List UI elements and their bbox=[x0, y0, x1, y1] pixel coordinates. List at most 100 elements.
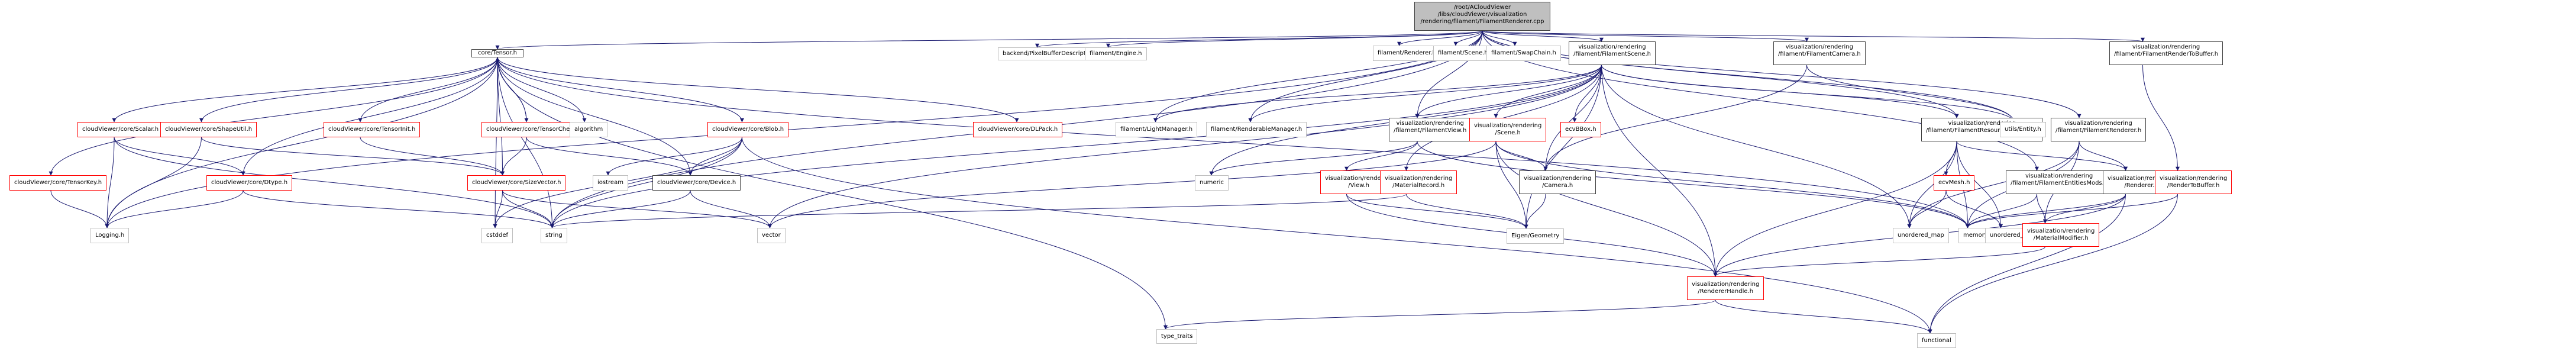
graph-node-filscene[interactable]: visualization/rendering/filament/Filamen… bbox=[1569, 41, 1656, 65]
graph-edge bbox=[1806, 65, 2016, 123]
graph-node-label: vector bbox=[762, 232, 781, 239]
graph-node-fswap: filament/SwapChain.h bbox=[1486, 46, 1561, 61]
graph-node-fscene: filament/Scene.h bbox=[1433, 46, 1493, 61]
graph-edge bbox=[1713, 246, 2045, 277]
graph-edge bbox=[1482, 30, 1517, 46]
graph-edge bbox=[768, 65, 1602, 228]
graph-node-cstddef: cstddef bbox=[481, 228, 513, 243]
graph-node-label: cloudViewer/core/Dtype.h bbox=[211, 179, 288, 186]
graph-node-label: /filament/FilamentView.h bbox=[1394, 127, 1467, 134]
graph-edge bbox=[1495, 141, 1528, 229]
graph-node-scene[interactable]: visualization/rendering/Scene.h bbox=[1469, 118, 1547, 141]
graph-edge bbox=[50, 190, 109, 228]
graph-edge bbox=[1495, 141, 1718, 277]
graph-node-tensorcheck[interactable]: cloudViewer/core/TensorCheck.h bbox=[481, 122, 587, 137]
graph-node-label: visualization/rendering bbox=[2025, 173, 2093, 179]
graph-edge bbox=[1944, 141, 1957, 176]
graph-edge bbox=[1344, 141, 1418, 171]
graph-node-frenderer: filament/Renderer.h bbox=[1373, 46, 1441, 61]
graph-edge bbox=[1248, 65, 1602, 123]
graph-edge bbox=[1956, 141, 2003, 228]
graph-edge bbox=[105, 190, 244, 228]
graph-node-sizevector[interactable]: cloudViewer/core/SizeVector.h bbox=[467, 175, 566, 191]
graph-node-label: /Camera.h bbox=[1542, 182, 1573, 189]
graph-edge bbox=[105, 137, 202, 228]
graph-node-label: visualization/rendering bbox=[1474, 123, 1542, 129]
graph-node-shapeutil[interactable]: cloudViewer/core/ShapeUtil.h bbox=[160, 122, 257, 137]
graph-node-label: /filament/FilamentRenderer.h bbox=[2055, 127, 2142, 134]
graph-node-filrenderer[interactable]: visualization/rendering/filament/Filamen… bbox=[2051, 118, 2147, 141]
graph-node-label: cloudViewer/core/Blob.h bbox=[712, 126, 784, 133]
graph-edge bbox=[49, 57, 498, 176]
graph-node-rtb[interactable]: visualization/rendering/RenderToBuffer.h bbox=[2155, 170, 2232, 194]
graph-node-matmod[interactable]: visualization/rendering/MaterialModifier… bbox=[2022, 223, 2100, 247]
graph-edge bbox=[502, 190, 772, 228]
graph-edge bbox=[1601, 65, 1912, 228]
graph-node-label: unordered_set bbox=[1990, 232, 2032, 239]
graph-node-label: ecvBBox.h bbox=[1565, 126, 1596, 133]
graph-node-label: string bbox=[545, 232, 563, 239]
graph-edge bbox=[1415, 30, 1483, 118]
graph-edge bbox=[1928, 194, 2126, 334]
graph-node-device[interactable]: cloudViewer/core/Device.h bbox=[652, 175, 741, 191]
graph-node-bbox[interactable]: ecvBBox.h bbox=[1560, 122, 1601, 137]
graph-edge bbox=[1397, 30, 1483, 46]
graph-edge bbox=[1495, 141, 1970, 228]
graph-node-filcam[interactable]: visualization/rendering/filament/Filamen… bbox=[1773, 41, 1866, 65]
graph-node-label: visualization/rendering bbox=[1948, 120, 2016, 127]
graph-edge bbox=[1482, 30, 2016, 123]
graph-edge bbox=[550, 65, 1602, 228]
graph-edge bbox=[1928, 194, 2178, 334]
graph-node-rendmgr: filament/RenderableManager.h bbox=[1206, 122, 1307, 137]
graph-node-rhandle[interactable]: visualization/rendering/RendererHandle.h bbox=[1687, 276, 1764, 300]
graph-node-label: cloudViewer/core/Scalar.h bbox=[82, 126, 159, 133]
graph-edge bbox=[497, 57, 1019, 123]
graph-edge bbox=[1966, 194, 2126, 228]
graph-node-scalar[interactable]: cloudViewer/core/Scalar.h bbox=[77, 122, 164, 137]
graph-node-label: /filament/FilamentResourceManager.h bbox=[1926, 127, 2038, 134]
graph-edge bbox=[105, 57, 498, 228]
graph-node-matrecord[interactable]: visualization/rendering/MaterialRecord.h bbox=[1380, 170, 1457, 194]
graph-node-mesh[interactable]: ecvMesh.h bbox=[1934, 175, 1975, 191]
graph-node-dtype[interactable]: cloudViewer/core/Dtype.h bbox=[206, 175, 293, 191]
graph-node-tensorinit[interactable]: cloudViewer/core/TensorInit.h bbox=[324, 122, 421, 137]
graph-node-label: cloudViewer/core/DLPack.h bbox=[978, 126, 1058, 133]
graph-node-label: /root/ACloudViewer bbox=[1453, 4, 1511, 11]
graph-node-label: /RenderToBuffer.h bbox=[2167, 182, 2220, 189]
graph-edge bbox=[1153, 65, 1602, 123]
graph-node-entity: utils/Entity.h bbox=[2000, 122, 2046, 137]
graph-node-functional: functional bbox=[1917, 333, 1956, 348]
graph-node-label: cstddef bbox=[486, 232, 508, 239]
graph-edge bbox=[497, 57, 587, 123]
graph-node-label: cloudViewer/core/TensorCheck.h bbox=[486, 126, 583, 133]
graph-node-iostream: iostream bbox=[593, 175, 628, 191]
graph-node-blob[interactable]: cloudViewer/core/Blob.h bbox=[707, 122, 789, 137]
graph-edge bbox=[1713, 141, 1957, 277]
graph-node-label: /filament/FilamentRenderToBuffer.h bbox=[2114, 51, 2219, 57]
graph-node-filentmods[interactable]: visualization/rendering/filament/Filamen… bbox=[2006, 170, 2113, 194]
graph-node-label: /filament/FilamentCamera.h bbox=[1778, 51, 1861, 57]
graph-node-tensor[interactable]: core/Tensor.h bbox=[471, 49, 523, 57]
graph-node-label: unordered_map bbox=[1898, 232, 1944, 239]
graph-edge bbox=[1966, 194, 2178, 228]
graph-node-filview[interactable]: visualization/rendering/filament/Filamen… bbox=[1389, 118, 1472, 141]
graph-node-label: visualization/rendering bbox=[2064, 120, 2132, 127]
graph-node-root[interactable]: /root/ACloudViewer/libs/cloudViewer/visu… bbox=[1414, 2, 1550, 31]
graph-edge bbox=[768, 141, 1497, 228]
graph-node-umap: unordered_map bbox=[1893, 228, 1949, 243]
graph-node-dlpack[interactable]: cloudViewer/core/DLPack.h bbox=[973, 122, 1063, 137]
graph-node-label: type_traits bbox=[1161, 333, 1193, 340]
graph-node-label: /rendering/filament/FilamentRenderer.cpp bbox=[1420, 18, 1544, 25]
graph-edge bbox=[1956, 141, 2128, 171]
graph-node-filrtb[interactable]: visualization/rendering/filament/Filamen… bbox=[2109, 41, 2223, 65]
graph-edge bbox=[526, 137, 693, 176]
graph-edge bbox=[1494, 65, 1602, 118]
graph-edge bbox=[550, 190, 691, 228]
graph-node-numeric: numeric bbox=[1195, 175, 1229, 191]
graph-edge bbox=[241, 57, 498, 176]
graph-edge bbox=[500, 137, 527, 176]
graph-node-tensorkey[interactable]: cloudViewer/core/TensorKey.h bbox=[9, 175, 107, 191]
graph-node-typetraits: type_traits bbox=[1156, 329, 1198, 344]
graph-node-pbd: backend/PixelBufferDescriptor.h bbox=[998, 47, 1102, 60]
graph-node-camera[interactable]: visualization/rendering/Camera.h bbox=[1519, 170, 1596, 194]
